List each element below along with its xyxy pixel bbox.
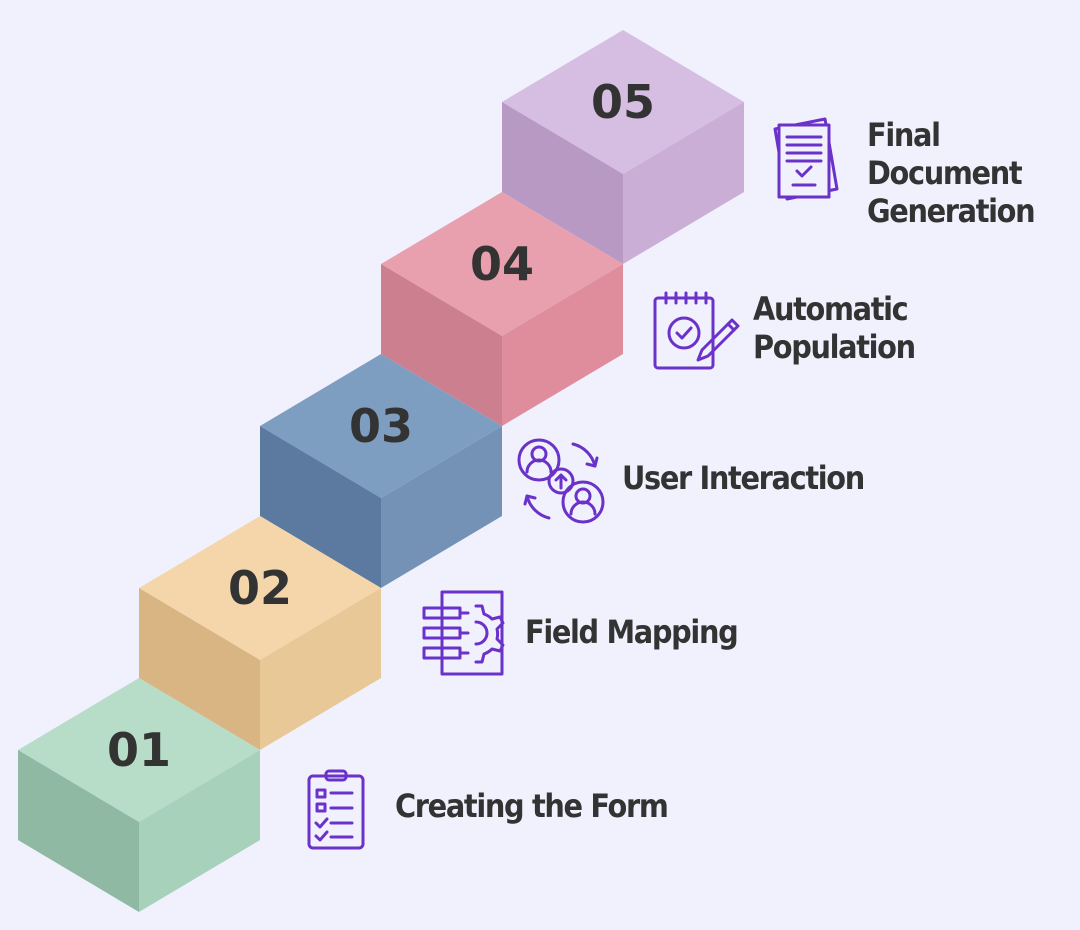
field-mapping-gear-icon [420,586,510,680]
step-3-number: 03 [349,399,413,453]
step-4-number: 04 [470,237,534,291]
step-2-label: Field Mapping [525,613,739,651]
step-2-cube-left-face [139,588,260,750]
step-1-cube-left-face [18,750,139,912]
step-2-cube-right-face [260,588,381,750]
step-3-cube-left-face [260,426,381,588]
calendar-edit-icon [650,290,742,372]
step-2-cube: 02 [139,516,381,750]
step-2-number: 02 [228,561,292,615]
step-5-cube-right-face [623,102,744,264]
step-5-number: 05 [591,75,655,129]
user-interaction-icon [515,436,607,526]
step-2-label-line-1: Field Mapping [525,613,739,651]
step-5-label-line-1: Final [867,116,941,154]
step-4-cube-right-face [502,264,623,426]
step-1-cube: 01 [18,678,260,912]
step-3-label-line-1: User Interaction [622,459,865,497]
step-4-label-line-1: Automatic [753,290,909,328]
step-1-label-line-1: Creating the Form [395,787,669,825]
step-5-label-line-3: Generation [867,192,1036,230]
step-4-label-line-2: Population [753,328,916,366]
step-1-label: Creating the Form [395,787,669,825]
step-5-cube: 05 [502,30,744,264]
step-3-cube: 03 [260,354,502,588]
step-4-cube: 04 [381,192,623,426]
step-1-cube-right-face [139,750,260,912]
step-1-number: 01 [107,723,171,777]
step-4-label: Automatic Population [753,290,916,366]
step-3-label: User Interaction [622,459,865,497]
step-5-label: Final Document Generation [867,116,1036,230]
document-stack-icon [765,115,840,207]
step-5-cube-left-face [502,102,623,264]
step-5-label-line-2: Document [867,154,1023,192]
step-4-cube-left-face [381,264,502,426]
step-3-cube-right-face [381,426,502,588]
clipboard-checklist-icon [300,768,370,852]
